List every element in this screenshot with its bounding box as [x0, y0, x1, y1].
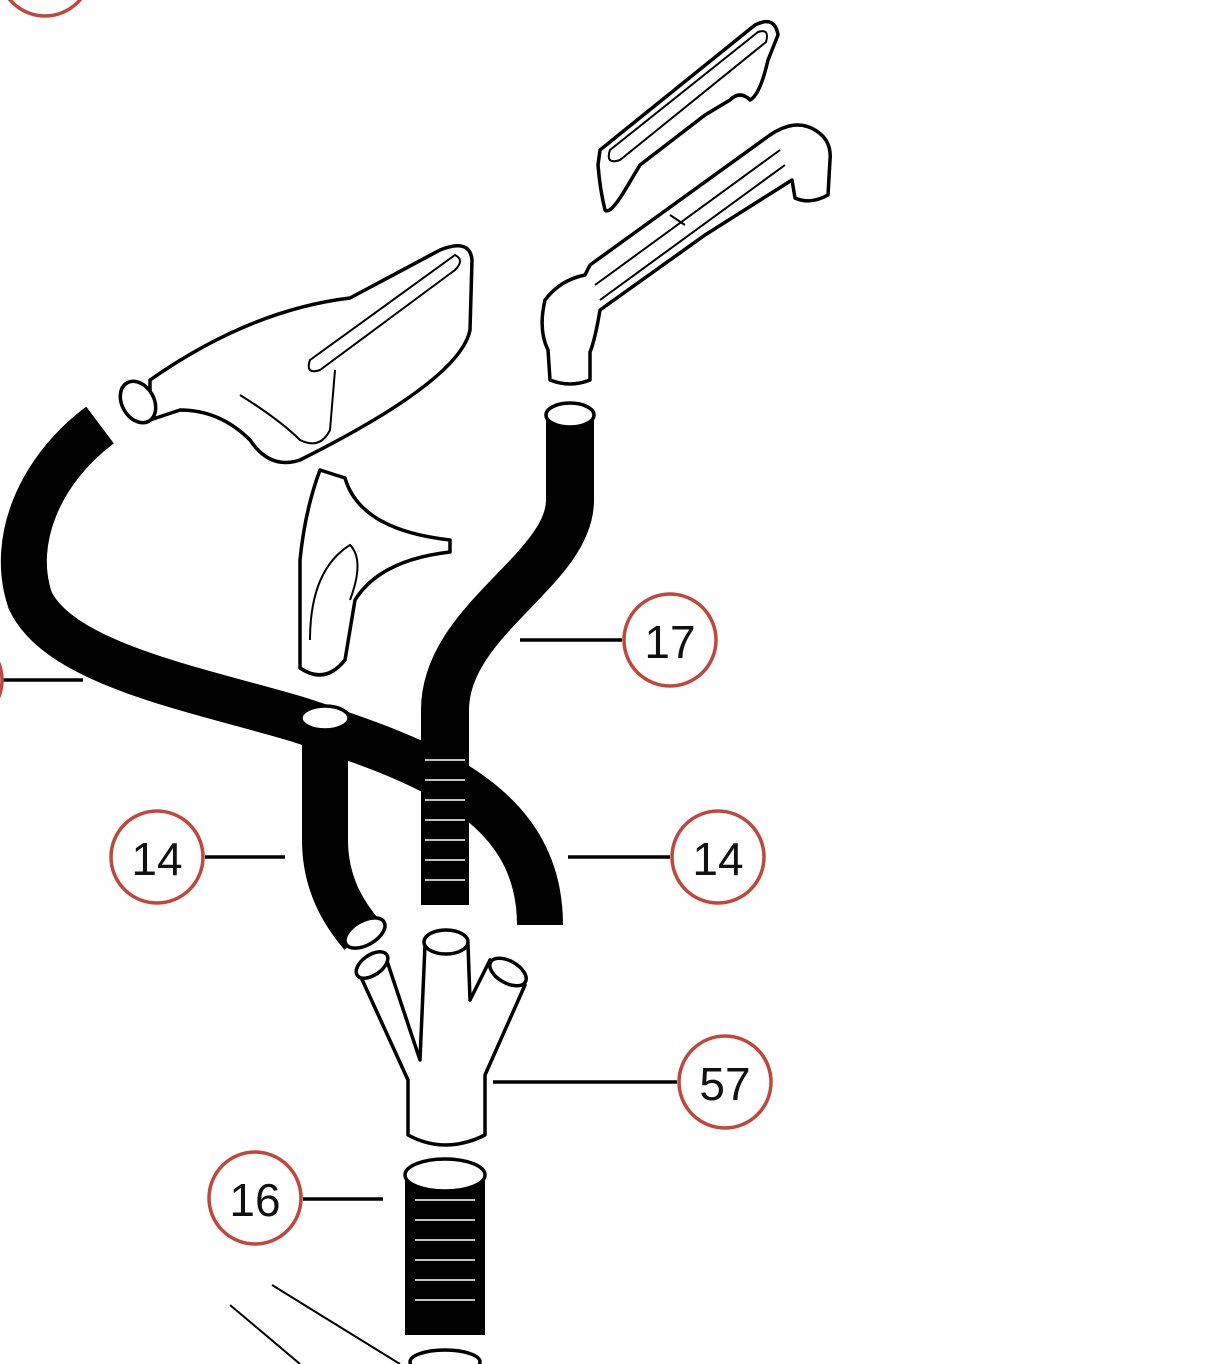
upper-cover-part — [596, 19, 780, 213]
callout-14-left: 14 — [109, 809, 205, 905]
fitting-57-part — [354, 928, 528, 1147]
callout-label: 57 — [699, 1058, 750, 1110]
callout-label: 16 — [229, 1174, 280, 1226]
callout-17: 17 — [622, 592, 718, 688]
scoop-part — [118, 244, 474, 465]
callout-label: 17 — [644, 616, 695, 668]
callout-14-right: 14 — [670, 809, 766, 905]
callout-partial-left — [0, 661, 4, 699]
callout-16: 16 — [207, 1150, 303, 1246]
hose-long — [0, 406, 563, 926]
hose-16 — [403, 1157, 487, 1364]
callout-57: 57 — [677, 1034, 773, 1130]
hose-14-left — [299, 704, 387, 950]
hose-17 — [421, 401, 596, 905]
channel-part — [540, 123, 832, 386]
callout-label: 14 — [692, 833, 743, 885]
callout-label: 14 — [131, 833, 182, 885]
y-splitter-part — [298, 468, 452, 677]
callout-partial-top — [7, 0, 83, 18]
